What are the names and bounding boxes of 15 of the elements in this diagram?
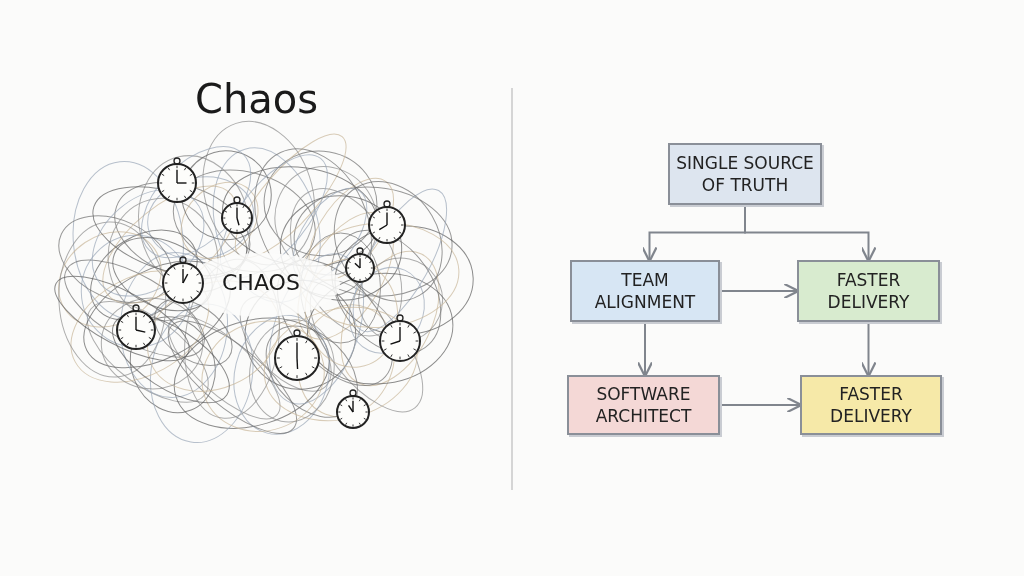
chaos-label: CHAOS — [222, 270, 300, 295]
process-box — [668, 143, 822, 205]
arrow — [744, 204, 877, 263]
arrow — [636, 321, 654, 378]
chaos-title: Chaos — [195, 76, 319, 122]
box-text: SOFTWARE ARCHITECT — [594, 382, 693, 428]
process-box — [570, 260, 720, 322]
arrow — [860, 321, 877, 378]
process-box — [797, 260, 940, 322]
process-box — [800, 375, 942, 435]
box-text: FASTER DELIVERY — [829, 382, 913, 428]
box-text: TEAM ALIGNMENT — [593, 268, 697, 314]
box-text: FASTER DELIVERY — [826, 268, 911, 314]
box-text: SINGLE SOURCE OF TRUTH — [675, 151, 815, 197]
process-box — [567, 375, 720, 435]
